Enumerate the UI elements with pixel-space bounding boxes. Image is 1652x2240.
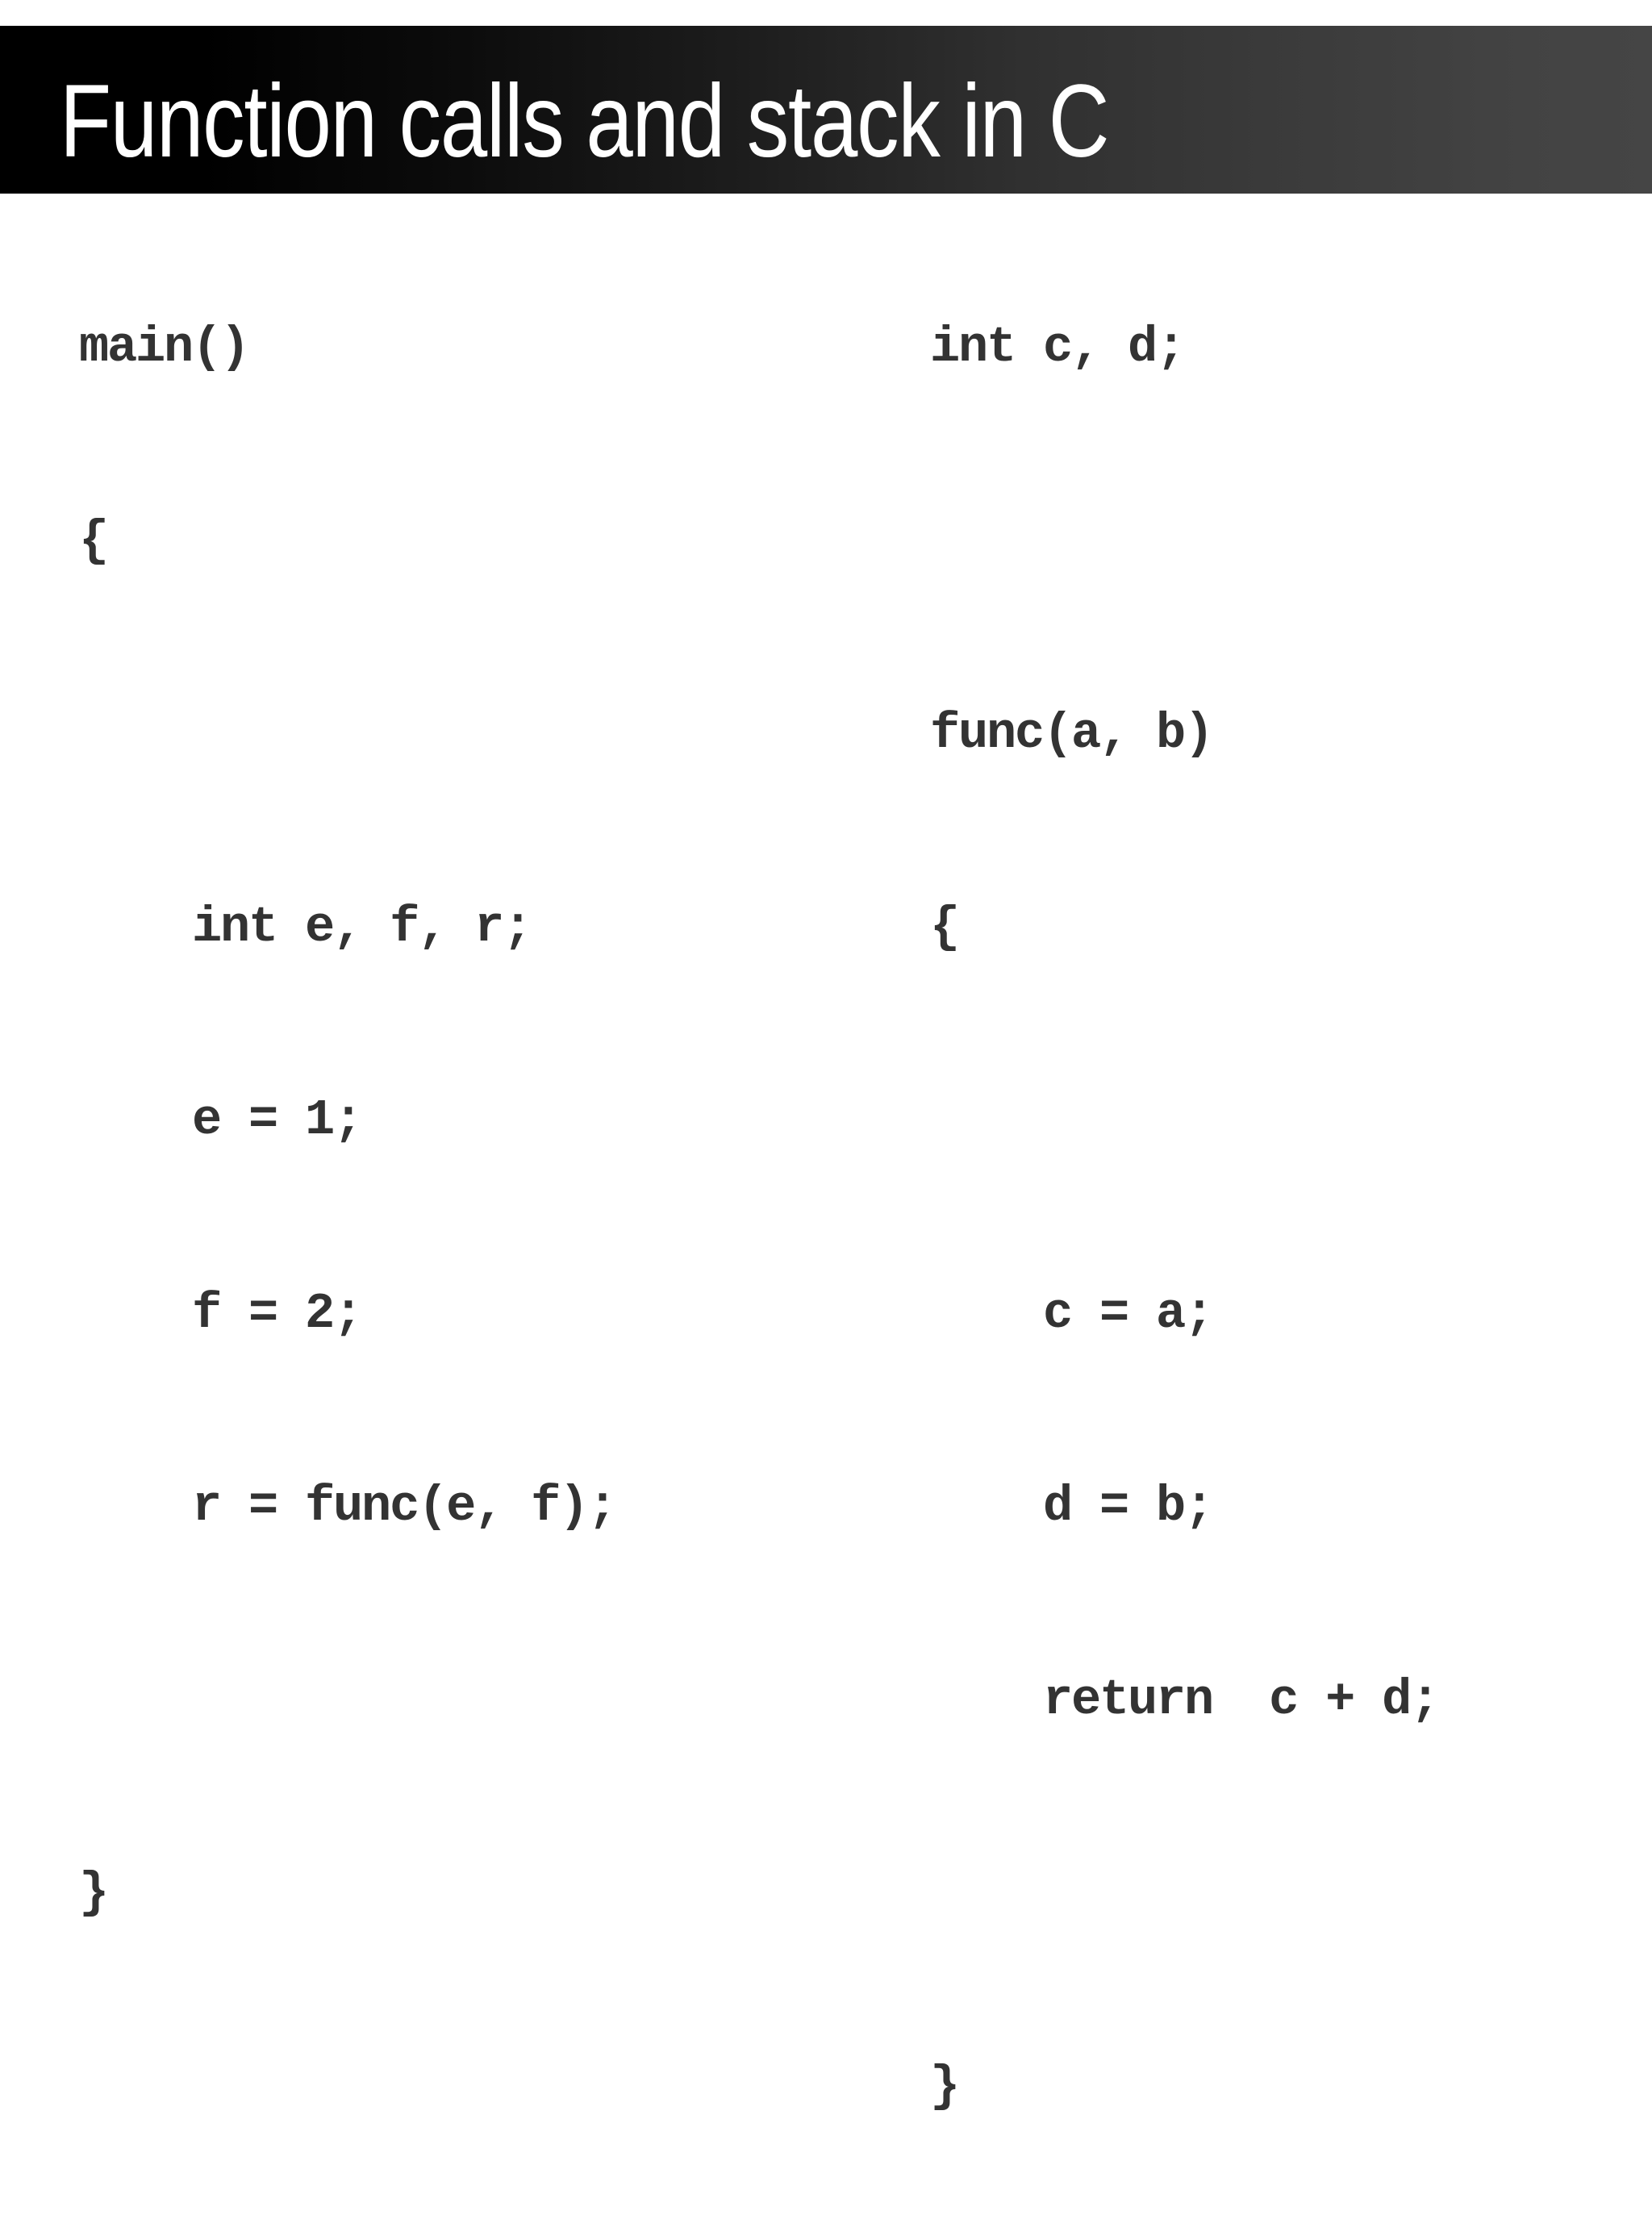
code-line: return c + d; bbox=[930, 1671, 1440, 1729]
main-function-listing: main() { int e, f, r; e = 1; f = 2; r = … bbox=[79, 194, 617, 2047]
code-line: int e, f, r; bbox=[79, 898, 532, 956]
code-line-blank bbox=[930, 1854, 1438, 1933]
code-line: d = b; bbox=[930, 1478, 1214, 1535]
page-title: Function calls and stack in C bbox=[60, 64, 1109, 179]
code-area: main() { int e, f, r; e = 1; f = 2; r = … bbox=[0, 194, 1652, 2115]
code-line: func(a, b) bbox=[930, 705, 1214, 762]
code-line: { bbox=[930, 898, 960, 956]
code-line: main() bbox=[79, 319, 250, 376]
code-line: { bbox=[79, 511, 109, 569]
code-line: c = a; bbox=[930, 1284, 1214, 1342]
slide: Function calls and stack in C main() { i… bbox=[0, 26, 1652, 2115]
code-line-blank bbox=[930, 502, 1438, 581]
code-line-blank bbox=[930, 1081, 1438, 1160]
code-line: r = func(e, f); bbox=[79, 1478, 617, 1535]
code-line: f = 2; bbox=[79, 1284, 363, 1342]
code-line-blank bbox=[79, 695, 615, 774]
code-line: } bbox=[79, 1864, 109, 1921]
code-line: } bbox=[930, 2057, 960, 2115]
code-line: int c, d; bbox=[930, 319, 1186, 376]
code-line: e = 1; bbox=[79, 1091, 363, 1149]
code-line-blank bbox=[79, 1661, 615, 1740]
title-bar: Function calls and stack in C bbox=[0, 26, 1652, 194]
func-function-listing: int c, d; func(a, b) { c = a; d = b; ret… bbox=[930, 194, 1440, 2240]
